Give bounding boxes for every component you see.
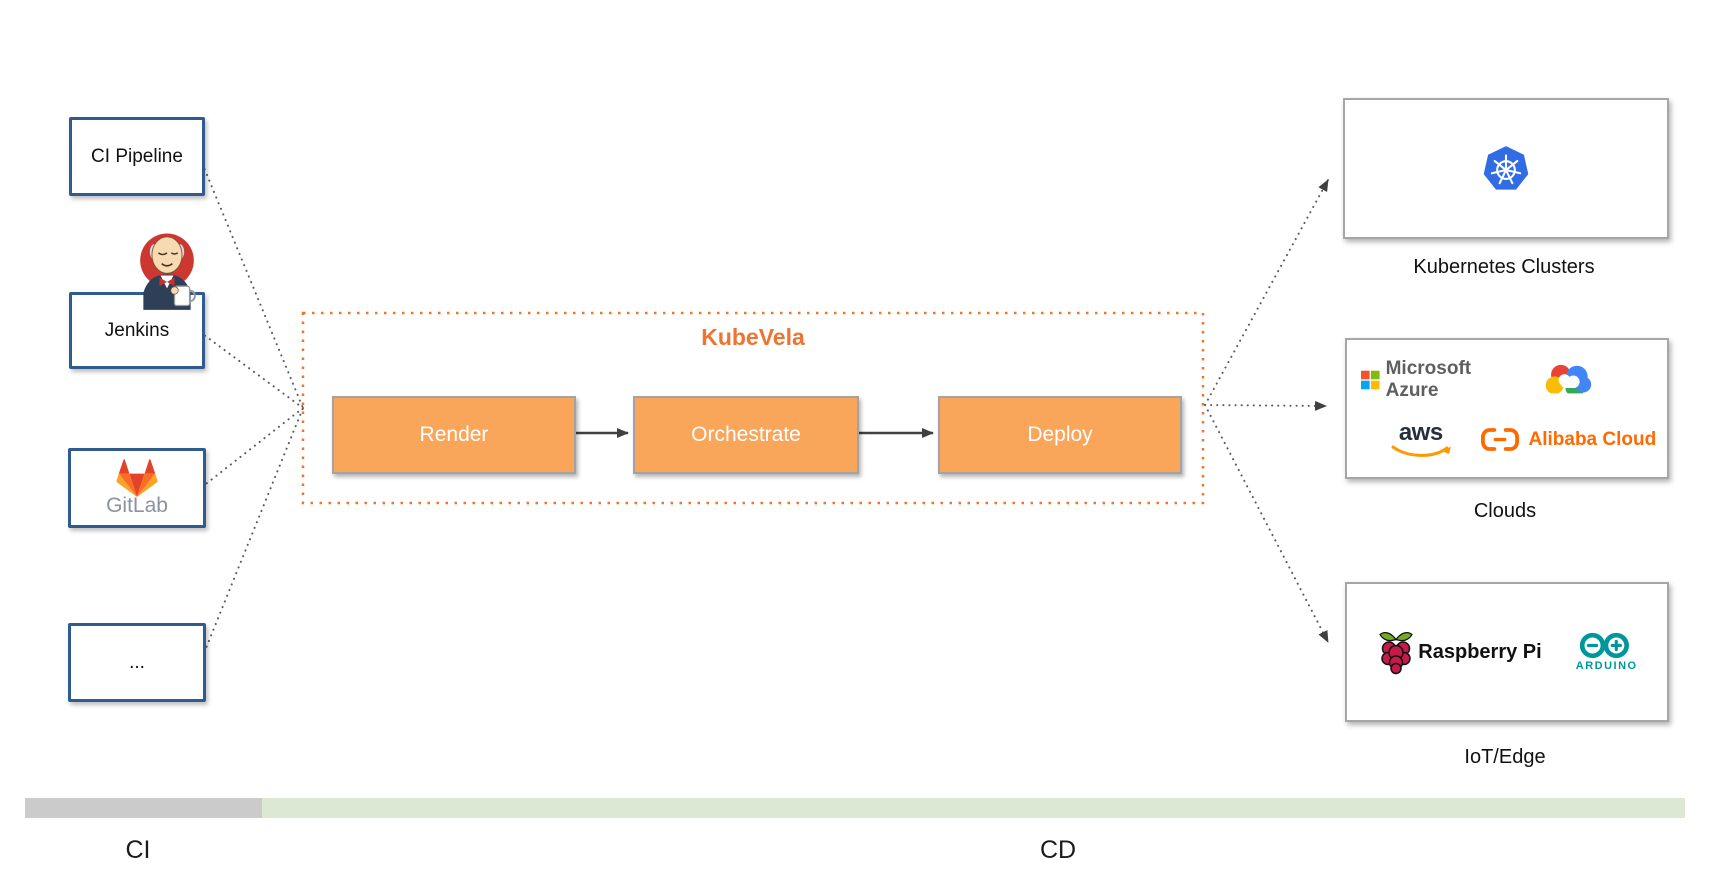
clouds-box: Microsoft Azure aws	[1345, 338, 1669, 479]
raspberry-pi-logo-row: Raspberry Pi	[1376, 629, 1542, 676]
iot-edge-box: Raspberry Pi ARDUINO	[1345, 582, 1669, 722]
aws-logo: aws	[1390, 418, 1452, 459]
ci-pipeline-label: CI Pipeline	[91, 145, 183, 167]
more-sources-box: ...	[68, 623, 206, 702]
alibaba-cloud-logo-row: Alibaba Cloud	[1480, 427, 1657, 452]
target-connectors	[1204, 179, 1329, 643]
arduino-logo: ARDUINO	[1576, 632, 1638, 672]
azure-logo-row: Microsoft Azure	[1361, 358, 1481, 402]
ci-pipeline-box: CI Pipeline	[69, 117, 205, 196]
deploy-stage-box: Deploy	[938, 396, 1182, 474]
kubevela-dotted-border	[301, 311, 1205, 505]
more-sources-label: ...	[129, 651, 145, 673]
raspberry-pi-label: Raspberry Pi	[1418, 640, 1542, 663]
source-connectors	[199, 157, 304, 659]
aws-label: aws	[1398, 418, 1443, 446]
kubevela-title: KubeVela	[701, 324, 805, 350]
raspberry-pi-logo-icon	[1379, 631, 1414, 674]
ci-bar-segment	[25, 798, 262, 818]
gitlab-logo-icon	[116, 458, 158, 497]
kubernetes-clusters-label: Kubernetes Clusters	[1413, 256, 1595, 278]
kubernetes-logo-icon	[1483, 145, 1529, 190]
gitlab-label: GitLab	[106, 493, 168, 517]
render-stage-label: Render	[419, 423, 489, 446]
microsoft-azure-logo-icon	[1361, 370, 1380, 390]
iot-edge-label: IoT/Edge	[1464, 746, 1546, 768]
jenkins-label: Jenkins	[104, 319, 170, 341]
render-stage-box: Render	[332, 396, 576, 474]
gitlab-box: GitLab	[68, 448, 206, 528]
orchestrate-stage-label: Orchestrate	[691, 423, 801, 446]
alibaba-cloud-label: Alibaba Cloud	[1528, 428, 1657, 450]
arduino-label: ARDUINO	[1575, 660, 1638, 672]
arduino-logo-icon	[1579, 632, 1629, 659]
clouds-label: Clouds	[1473, 500, 1537, 522]
kubernetes-clusters-box	[1343, 98, 1669, 239]
google-cloud-logo-icon	[1543, 365, 1594, 399]
aws-smile-icon	[1391, 445, 1451, 457]
ci-footer-label: CI	[125, 836, 151, 864]
orchestrate-stage-box: Orchestrate	[633, 396, 859, 474]
google-cloud-logo-row	[1543, 361, 1594, 399]
deploy-stage-label: Deploy	[1027, 423, 1093, 446]
jenkins-mascot-icon	[140, 233, 196, 310]
alibaba-cloud-logo-icon	[1480, 428, 1519, 452]
cd-footer-label: CD	[1039, 836, 1077, 864]
azure-label: Microsoft Azure	[1385, 358, 1472, 402]
cd-bar-segment	[262, 798, 1685, 818]
